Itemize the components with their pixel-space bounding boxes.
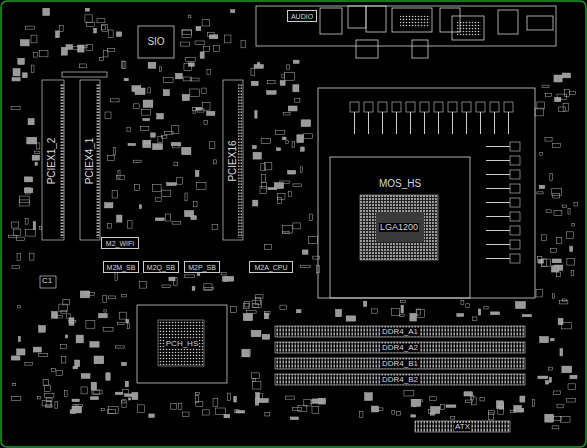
component-label-box: LGA1200 — [360, 195, 438, 260]
dimm-slots — [275, 326, 525, 385]
part-name: M2Q_SB — [146, 264, 176, 271]
part-name: PCH_HS — [165, 340, 199, 348]
part-name: M2_WIFI — [105, 240, 135, 247]
part-name: M2A_CPU — [253, 264, 288, 271]
component-label-box: M2M_SB — [103, 261, 139, 273]
part-name: M2M_SB — [106, 264, 137, 271]
components — [9, 8, 578, 429]
component-label-box: ATX — [415, 421, 510, 432]
reference-designator: C1 — [41, 277, 53, 285]
component-label-box: AUDIO — [287, 10, 317, 22]
part-name: MOS_HS — [378, 179, 422, 189]
part-name: PCIEX16 — [228, 139, 238, 182]
part-name: AUDIO — [290, 13, 314, 20]
component-label-box: M2A_CPU — [249, 261, 293, 273]
part-name: DDR4_A2 — [381, 344, 419, 352]
component-label-box: PCIEX4_1 — [82, 83, 97, 238]
part-name: SIO — [146, 37, 165, 47]
component-label-box: DDR4_A1 — [275, 326, 525, 337]
component-label-box: MOS_HS LGA1200 — [330, 157, 470, 298]
vrm-phases — [330, 102, 520, 298]
vrm-region — [318, 88, 535, 298]
component-label-box: DDR4_A2 — [275, 342, 525, 353]
component-label-box: SIO — [140, 28, 172, 56]
component-label-box: M2Q_SB — [143, 261, 179, 273]
component-label-box: PCIEX16 — [225, 83, 240, 238]
part-name: DDR4_B1 — [381, 360, 419, 368]
rear-io — [256, 6, 556, 58]
component-label-box: DDR4_B1 — [275, 358, 525, 369]
part-name: LGA1200 — [379, 223, 419, 232]
component-label-box: M2P_SB — [184, 261, 220, 273]
part-name: ATX — [454, 423, 471, 431]
cpu-socket — [360, 195, 438, 260]
component-label-box: DDR4_B2 — [275, 374, 525, 385]
part-name: M2P_SB — [187, 264, 217, 271]
part-name: PCIEX4_1 — [85, 136, 95, 185]
component-label-box: M2_WIFI — [101, 237, 139, 249]
component-label-box: PCIEX1_2 — [44, 83, 60, 238]
pcie-slots — [42, 72, 243, 240]
component-label-box: PCH_HS — [137, 305, 227, 383]
pch-chip — [158, 320, 204, 366]
part-name: DDR4_A1 — [381, 328, 419, 336]
part-name: DDR4_B2 — [381, 376, 419, 384]
part-name: PCIEX1_2 — [47, 136, 57, 185]
